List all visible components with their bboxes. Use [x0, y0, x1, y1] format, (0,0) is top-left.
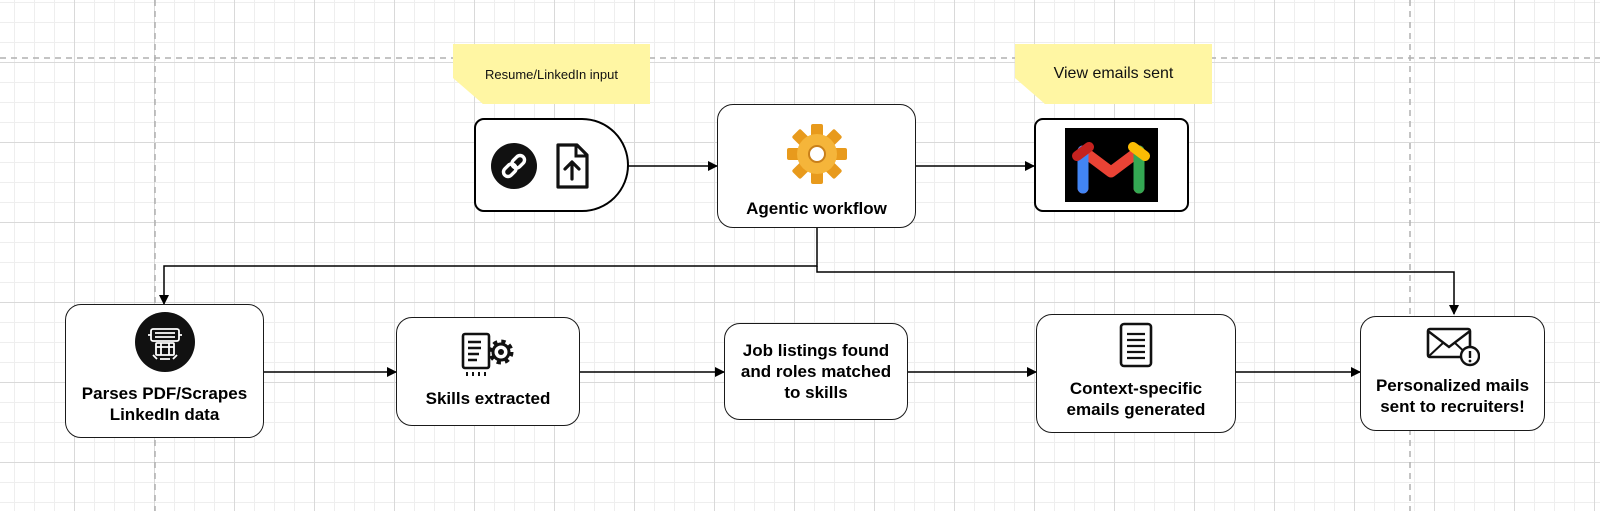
skills-label: Skills extracted — [425, 389, 551, 408]
gmail-logo-icon — [1072, 142, 1150, 194]
gear-icon — [786, 123, 847, 184]
parse-node[interactable]: Parses PDF/Scrapes LinkedIn data — [65, 304, 264, 438]
note-output-text: View emails sent — [1053, 65, 1174, 82]
jobs-label-line2: and roles matched — [740, 362, 892, 381]
jobs-label-line3: to skills — [784, 383, 848, 402]
emails-label-line1: Context-specific — [1069, 378, 1203, 398]
note-resume-linkedin-input: Resume/LinkedIn input — [453, 44, 650, 104]
envelope-icon — [1426, 327, 1480, 366]
note-view-emails-sent: View emails sent — [1015, 44, 1212, 104]
jobs-label-line1: Job listings found — [742, 341, 890, 360]
parse-label-line2: LinkedIn data — [109, 405, 220, 424]
personalized-mails-node[interactable]: Personalized mails sent to recruiters! — [1360, 316, 1545, 431]
agentic-workflow-node[interactable]: Agentic workflow — [717, 104, 916, 228]
emails-label-line2: emails generated — [1066, 399, 1206, 419]
skills-node[interactable]: Skills extracted — [396, 317, 580, 426]
parse-label-line1: Parses PDF/Scrapes — [81, 384, 248, 403]
mails-label-line2: sent to recruiters! — [1380, 396, 1525, 416]
input-node[interactable] — [474, 118, 629, 212]
note-input-text: Resume/LinkedIn input — [485, 66, 618, 82]
gmail-node[interactable] — [1034, 118, 1189, 212]
job-listings-node[interactable]: Job listings found and roles matched to … — [724, 323, 908, 420]
mails-label-line1: Personalized mails — [1375, 375, 1530, 395]
link-icon — [491, 143, 537, 189]
file-upload-icon — [556, 143, 589, 189]
agentic-workflow-label: Agentic workflow — [746, 198, 887, 218]
edge-workflow-to-mails — [816, 266, 1459, 315]
edge-workflow-to-parse — [159, 228, 818, 305]
scraper-icon — [134, 312, 195, 372]
document-icon — [1119, 322, 1153, 367]
gmail-logo-tile — [1065, 128, 1158, 202]
document-gear-icon — [461, 332, 514, 376]
emails-generated-node[interactable]: Context-specific emails generated — [1036, 314, 1236, 433]
